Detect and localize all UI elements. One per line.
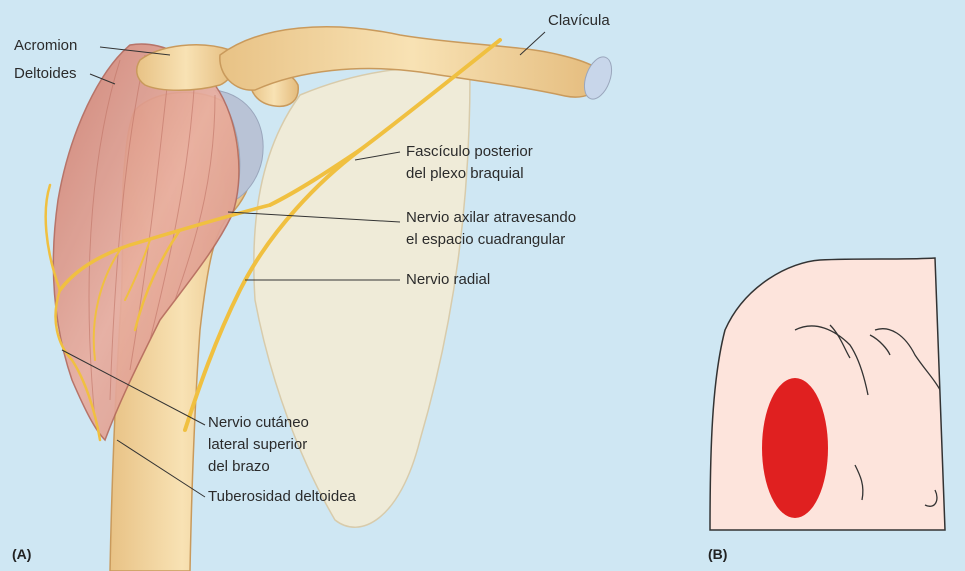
label-radial: Nervio radial — [406, 270, 490, 290]
label-tuberosidad: Tuberosidad deltoidea — [208, 487, 356, 507]
label-clavicula: Clavícula — [548, 11, 610, 31]
sensory-area — [762, 378, 828, 518]
label-acromion: Acromion — [14, 36, 77, 56]
panel-b-figure — [710, 258, 945, 530]
panel-b-tag: (B) — [708, 544, 727, 564]
label-deltoides: Deltoides — [14, 64, 77, 84]
label-fasciculo-line1: Fascículo posterior — [406, 142, 533, 162]
label-fasciculo-line2: del plexo braquial — [406, 164, 524, 184]
scapula — [254, 68, 470, 527]
label-axilar-line2: el espacio cuadrangular — [406, 230, 565, 250]
label-cutaneo-line1: Nervio cutáneo — [208, 413, 309, 433]
label-cutaneo-line2: lateral superior — [208, 435, 307, 455]
panel-a-tag: (A) — [12, 544, 31, 564]
label-axilar-line1: Nervio axilar atravesando — [406, 208, 576, 228]
label-cutaneo-line3: del brazo — [208, 457, 270, 477]
shoulder-skin — [710, 258, 945, 530]
